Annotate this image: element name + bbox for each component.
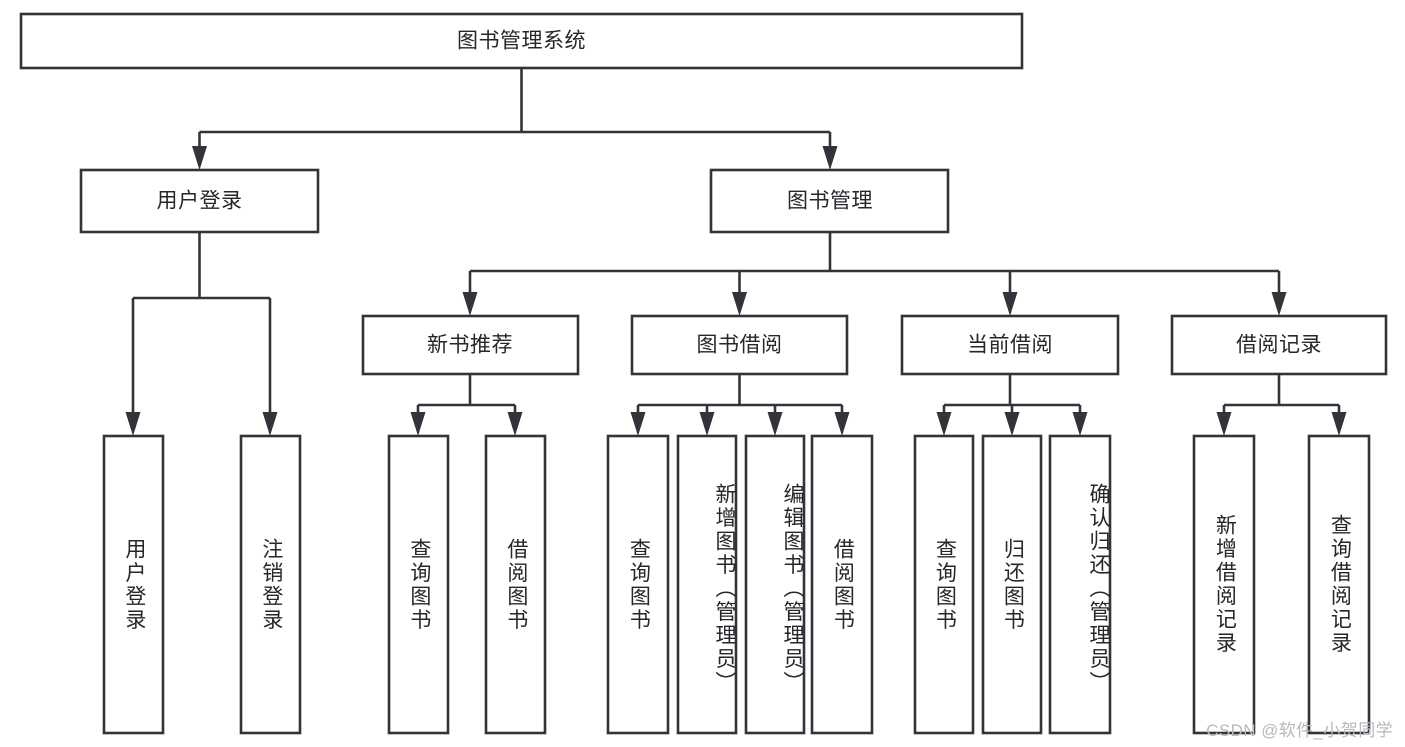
csdn-watermark: CSDN @软件_小贺同学 [1206, 721, 1393, 740]
arrow-head-ul-leaf-2 [262, 412, 278, 436]
leaf-box-borrow-record-1[interactable] [1307, 434, 1371, 735]
arrow-head-ul-leaf-1 [125, 412, 141, 436]
label-current-borrow: 当前借阅 [967, 334, 1053, 357]
leaf-box-borrow-record-0[interactable] [1192, 434, 1256, 735]
arrow-head-bb-leaf-3 [767, 412, 783, 436]
leaf-box-new-book-1[interactable] [484, 434, 547, 735]
leaf-box-current-borrow-0[interactable] [913, 434, 975, 735]
node-root[interactable] [19, 12, 1024, 70]
arrow-head-br-leaf-2 [1331, 412, 1347, 436]
node-new-book-recommend[interactable] [361, 314, 580, 376]
node-borrow-record[interactable] [1170, 314, 1388, 376]
arrow-head-borrow-record [1271, 292, 1287, 316]
arrow-head-nb-leaf-2 [507, 412, 523, 436]
arrow-head-book-borrow [732, 292, 747, 316]
connector-group-book-manage [462, 232, 1287, 316]
leaf-box-book-borrow-3[interactable] [810, 434, 874, 735]
node-book-manage[interactable] [709, 168, 950, 234]
arrow-head-cb-leaf-3 [1072, 412, 1088, 436]
leaf-box-current-borrow-1[interactable] [981, 434, 1043, 735]
leaf-box-user-login-0[interactable] [102, 434, 165, 735]
connector-group-new-book [410, 374, 523, 436]
arrow-head-new-book [462, 292, 478, 316]
connector-group-user-login [125, 232, 278, 436]
arrow-head-bb-leaf-4 [834, 412, 850, 436]
arrow-head-user-login [192, 146, 207, 170]
arrow-head-bb-leaf-2 [699, 412, 715, 436]
arrow-head-br-leaf-1 [1216, 412, 1232, 436]
arrow-head-book-manage [822, 146, 838, 170]
arrow-head-bb-leaf-1 [630, 412, 646, 436]
label-root: 图书管理系统 [457, 30, 586, 53]
leaf-box-new-book-0[interactable] [387, 434, 450, 735]
node-current-borrow[interactable] [900, 314, 1120, 376]
arrow-head-nb-leaf-1 [410, 412, 426, 436]
connector-group-book-borrow [630, 374, 850, 436]
connector-group-borrow-record [1216, 374, 1347, 436]
leaf-box-user-login-1[interactable] [239, 434, 302, 735]
label-borrow-record: 借阅记录 [1236, 334, 1322, 357]
leaf-box-current-borrow-2[interactable] [1048, 434, 1112, 735]
label-user-login: 用户登录 [157, 190, 243, 213]
arrow-head-cb-leaf-1 [936, 412, 952, 436]
connector-group-root [192, 68, 838, 170]
label-new-book-recommend: 新书推荐 [427, 334, 513, 357]
label-book-borrow: 图书借阅 [697, 334, 783, 357]
label-book-manage: 图书管理 [787, 190, 873, 213]
arrow-head-cb-leaf-2 [1004, 412, 1020, 436]
leaf-box-book-borrow-1[interactable] [676, 434, 738, 735]
connector-group-current-borrow [936, 374, 1088, 436]
arrow-head-current-borrow [1002, 292, 1018, 316]
node-user-login[interactable] [79, 168, 320, 234]
leaf-box-book-borrow-2[interactable] [744, 434, 806, 735]
node-book-borrow[interactable] [630, 314, 849, 376]
leaf-box-book-borrow-0[interactable] [606, 434, 670, 735]
